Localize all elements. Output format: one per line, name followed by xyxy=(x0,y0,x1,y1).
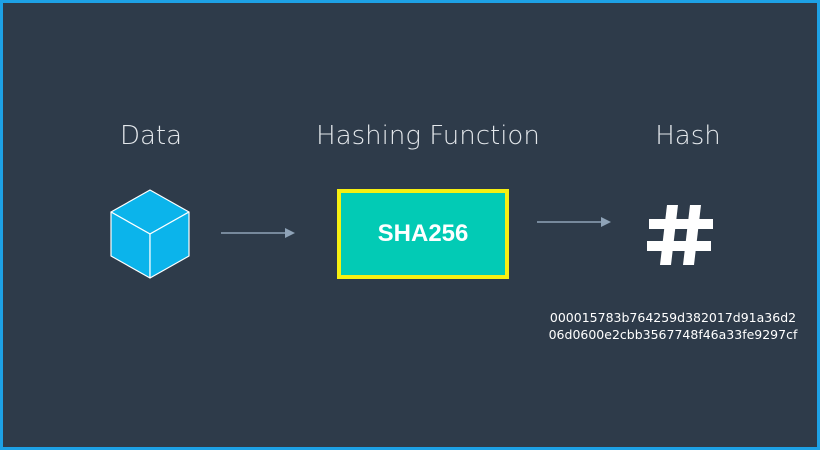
hashing-function-label: Hashing Function xyxy=(316,121,540,151)
arrow-right-icon xyxy=(537,217,611,227)
sha256-function-box: SHA256 xyxy=(337,189,509,279)
arrow-right-icon xyxy=(221,228,295,238)
hash-output-line: 000015783b764259d382017d91a36d2 xyxy=(549,310,797,325)
data-label: Data xyxy=(119,121,183,151)
hash-output-line: 06d0600e2cbb3567748f46a33fe9297cf xyxy=(548,327,798,342)
hash-label: Hash xyxy=(655,121,721,151)
hash-output-value: 000015783b764259d382017d91a36d2 06d0600e… xyxy=(523,309,820,343)
cube-icon xyxy=(110,189,190,279)
hash-icon xyxy=(647,205,713,265)
diagram-canvas: Data Hashing Function Hash SHA256 000015… xyxy=(3,3,817,447)
